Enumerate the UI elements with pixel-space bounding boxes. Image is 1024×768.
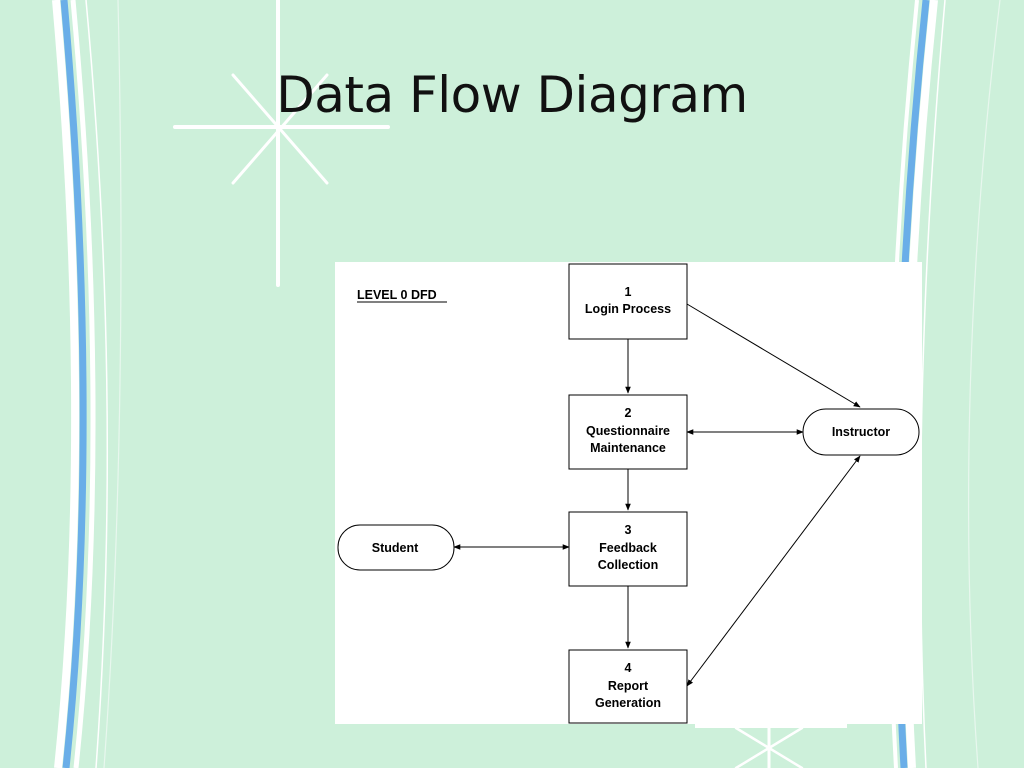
process-questionnaire-name-line2: Maintenance (590, 441, 666, 455)
sparkle-star-icon (173, 0, 390, 287)
left-curve-white-outer (52, 0, 80, 768)
entity-instructor-label: Instructor (832, 425, 890, 439)
dfd-level-label: LEVEL 0 DFD (357, 288, 437, 302)
process-questionnaire-number: 2 (625, 406, 632, 420)
dfd-diagram: LEVEL 0 DFD 1 Login Process 2 Questionna… (335, 262, 922, 724)
left-curve-white-inner (70, 0, 96, 768)
flow-instructor-report (686, 455, 861, 687)
process-login-name: Login Process (585, 302, 671, 316)
process-report-number: 4 (625, 661, 632, 675)
process-report-name-line2: Generation (595, 696, 661, 710)
small-sparkle-icon (734, 720, 804, 768)
left-curve-thin-2 (103, 0, 122, 768)
process-questionnaire-name-line1: Questionnaire (586, 424, 670, 438)
right-curve-thin-1 (919, 0, 946, 768)
left-curve-thin-1 (85, 0, 108, 768)
slide-title: Data Flow Diagram (276, 66, 748, 124)
process-feedback-name-line1: Feedback (599, 541, 657, 555)
process-login: 1 Login Process (568, 263, 688, 340)
process-report-name-line1: Report (608, 679, 649, 693)
dfd-svg: LEVEL 0 DFD 1 Login Process 2 Questionna… (337, 263, 920, 724)
process-feedback-number: 3 (625, 523, 632, 537)
entity-student-label: Student (372, 541, 419, 555)
flow-layer (453, 303, 861, 687)
process-report: 4 Report Generation (568, 649, 688, 724)
process-feedback: 3 Feedback Collection (568, 511, 688, 587)
flow-login-to-instructor (686, 303, 861, 408)
process-questionnaire: 2 Questionnaire Maintenance (568, 394, 688, 470)
entity-student: Student (337, 524, 455, 571)
entity-instructor: Instructor (802, 408, 920, 456)
process-login-number: 1 (625, 285, 632, 299)
left-curve-blue (60, 0, 87, 768)
process-feedback-name-line2: Collection (598, 558, 658, 572)
right-curve-thin-2 (967, 0, 1001, 768)
